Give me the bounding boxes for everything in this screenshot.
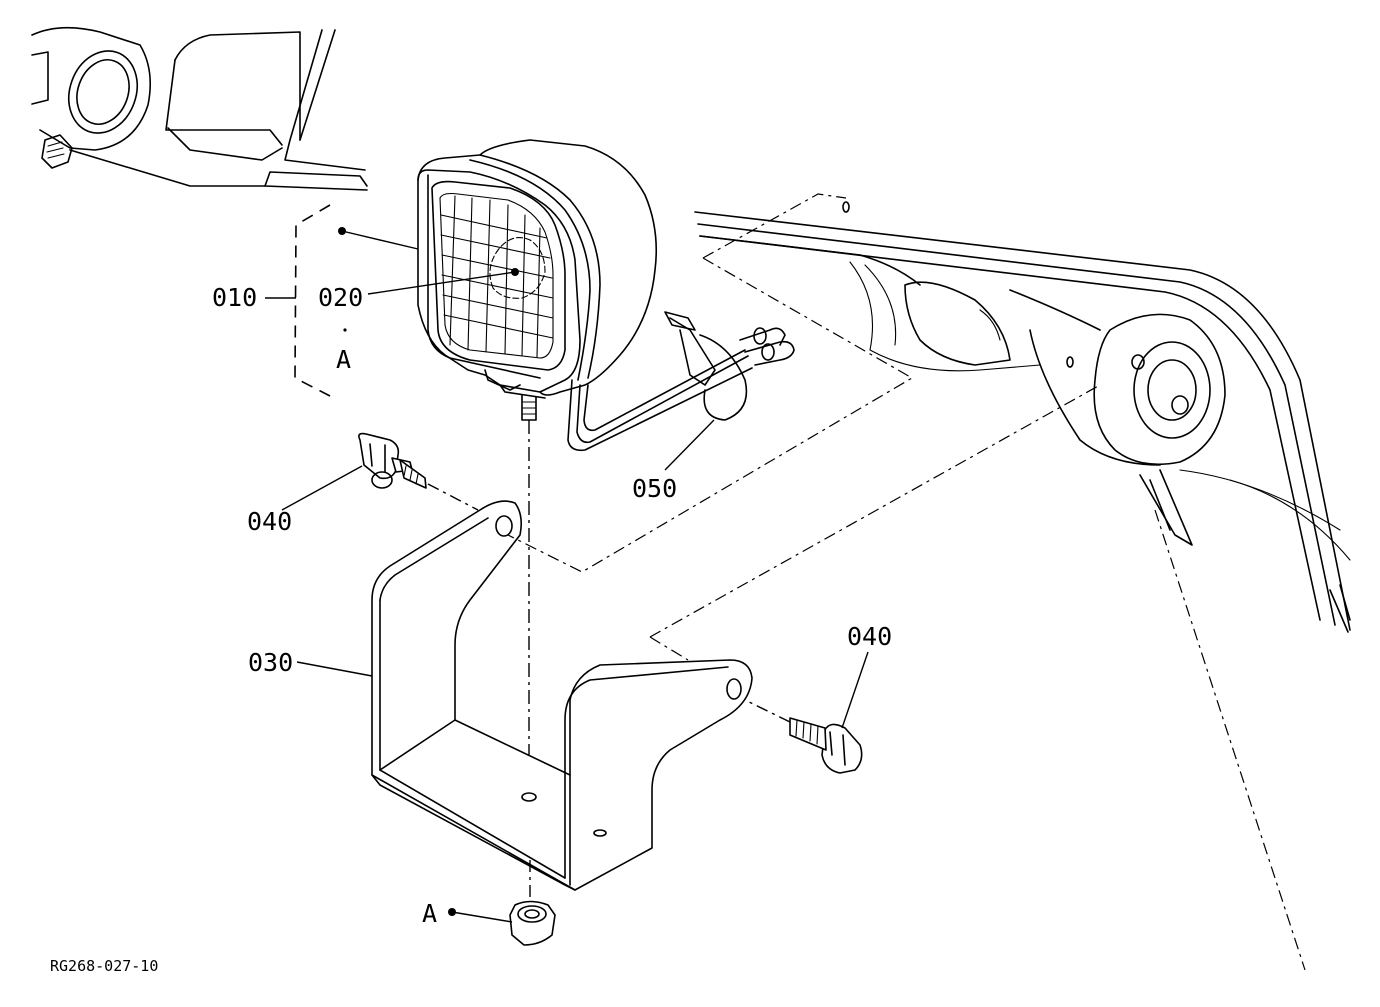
machine-frame-top-left: [31, 26, 368, 191]
bolt-040-left: [358, 432, 479, 511]
bolt-040-right: [744, 699, 863, 774]
callout-040-right: 040: [847, 622, 892, 651]
drawing-number: RG268-027-10: [50, 957, 158, 975]
callout-010: 010: [212, 283, 257, 312]
mounting-bracket: [371, 500, 753, 891]
assembly-lines: [507, 193, 1101, 661]
callout-ref-a-bottom: A: [422, 899, 437, 928]
callout-leaders: [265, 227, 869, 923]
wiring-harness: [567, 311, 795, 452]
flange-nut: [509, 860, 556, 946]
callout-020: 020: [318, 283, 363, 312]
callout-040-left: 040: [247, 507, 292, 536]
callout-030: 030: [248, 648, 293, 677]
callout-050: 050: [632, 474, 677, 503]
machine-frame-right: [694, 201, 1351, 971]
callout-ref-a-top: A: [336, 345, 351, 374]
